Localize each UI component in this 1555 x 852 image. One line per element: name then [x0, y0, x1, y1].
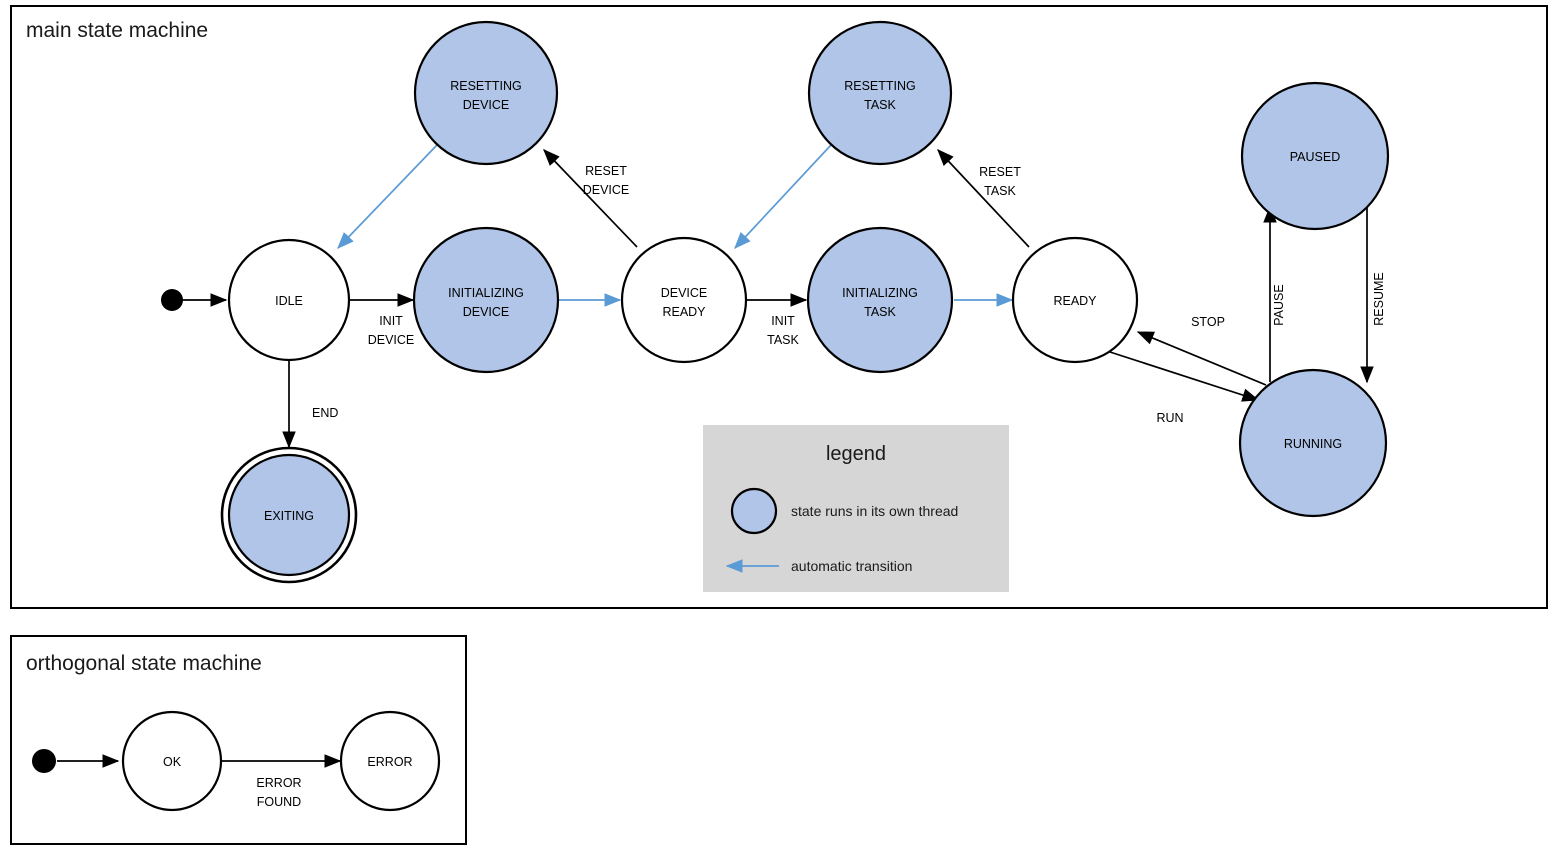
state-initializing-device[interactable]: INITIALIZING DEVICE: [412, 226, 560, 374]
transition-running-to-ready: STOP: [1136, 315, 1267, 386]
state-shape: [807, 20, 953, 166]
state-label-line1: PAUSED: [1290, 150, 1340, 164]
legend-item-label: state runs in its own thread: [791, 503, 958, 519]
state-shape: [227, 453, 351, 577]
transition-line: [937, 149, 1030, 248]
initial-state-dot: [32, 749, 56, 773]
state-label-line1: IDLE: [275, 294, 303, 308]
transition-line: [734, 144, 832, 249]
transition-label-line1: RUN: [1156, 411, 1183, 425]
state-device-ready[interactable]: DEVICE READY: [620, 236, 748, 364]
state-initializing-task[interactable]: INITIALIZING TASK: [806, 226, 954, 374]
state-label-line1: DEVICE: [661, 286, 708, 300]
state-error[interactable]: ERROR: [339, 710, 441, 812]
initial-state-dot: [161, 289, 183, 311]
state-shape: [1011, 236, 1139, 364]
transition-line: [543, 149, 638, 248]
state-paused[interactable]: PAUSED: [1240, 81, 1390, 231]
transition-line: [1136, 331, 1267, 386]
transition-label-line2: FOUND: [257, 795, 301, 809]
transition-label-line2: DEVICE: [368, 333, 415, 347]
state-label: OK: [163, 755, 182, 769]
state-ok[interactable]: OK: [121, 710, 223, 812]
transition-line: [1109, 351, 1260, 402]
state-running[interactable]: RUNNING: [1238, 368, 1388, 518]
state-shape: [412, 226, 560, 374]
transition-label-line1: RESET: [585, 164, 627, 178]
transition-device-ready-to-initializing-task: INIT TASK: [745, 293, 808, 347]
transition-label-line1: END: [312, 406, 338, 420]
transition-label-line2: TASK: [984, 184, 1016, 198]
transition-label-line1: PAUSE: [1272, 284, 1286, 325]
transition-label-line1: RESET: [979, 165, 1021, 179]
transition-resetting-device-to-idle: [337, 144, 438, 249]
state-ready[interactable]: READY: [1011, 236, 1139, 364]
state-label-line1: INITIALIZING: [842, 286, 918, 300]
state-label-line2: TASK: [864, 98, 896, 112]
state-label-line1: RESETTING: [844, 79, 916, 93]
legend-item-automatic-transition: automatic transition: [725, 558, 912, 574]
legend-item-label: automatic transition: [791, 558, 912, 574]
transition-label-line2: DEVICE: [583, 183, 630, 197]
state-shape: [227, 238, 351, 362]
transition-label-line1: RESUME: [1372, 272, 1386, 325]
transition-device-ready-to-resetting-device: RESET DEVICE: [543, 149, 638, 248]
transition-resetting-task-to-device-ready: [734, 144, 832, 249]
transition-idle-to-initializing-device: INIT DEVICE: [349, 293, 415, 347]
legend-item-thread-state: state runs in its own thread: [730, 487, 958, 535]
state-shape: [339, 710, 441, 812]
state-resetting-task[interactable]: RESETTING TASK: [807, 20, 953, 166]
state-label-line1: READY: [1053, 294, 1097, 308]
state-shape: [1238, 368, 1388, 518]
transition-label-line1: ERROR: [256, 776, 301, 790]
state-label-line2: DEVICE: [463, 305, 510, 319]
state-shape: [413, 20, 559, 166]
legend-title: legend: [826, 443, 886, 465]
transition-line: [337, 144, 438, 249]
state-label-line2: TASK: [864, 305, 896, 319]
state-label-line1: INITIALIZING: [448, 286, 524, 300]
transition-label-line2: TASK: [767, 333, 799, 347]
state-label-line2: READY: [662, 305, 706, 319]
transition-idle-to-exiting: END: [282, 360, 338, 449]
state-shape: [806, 226, 954, 374]
state-resetting-device[interactable]: RESETTING DEVICE: [413, 20, 559, 166]
transition-label-line1: INIT: [379, 314, 403, 328]
state-label-line1: RUNNING: [1284, 437, 1342, 451]
transition-ready-to-running: RUN: [1109, 351, 1260, 425]
state-idle[interactable]: IDLE: [227, 238, 351, 362]
main-frame-title: main state machine: [26, 19, 208, 42]
transition-label-line1: INIT: [771, 314, 795, 328]
state-label-line1: RESETTING: [450, 79, 522, 93]
state-shape: [1240, 81, 1390, 231]
state-shape: [620, 236, 748, 364]
legend: legend state runs in its own thread auto…: [703, 425, 1009, 592]
thread-state-swatch-icon: [730, 487, 778, 535]
transition-running-to-paused: PAUSE: [1263, 205, 1286, 382]
state-label: ERROR: [367, 755, 412, 769]
transition-ready-to-resetting-task: RESET TASK: [937, 149, 1030, 248]
transition-label-line1: STOP: [1191, 315, 1225, 329]
state-exiting[interactable]: EXITING: [220, 446, 358, 584]
orthogonal-state-machine-frame: orthogonal state machine ERROR FOUND OK …: [10, 635, 467, 845]
state-shape: [121, 710, 223, 812]
state-label-line2: DEVICE: [463, 98, 510, 112]
orthogonal-frame-title: orthogonal state machine: [26, 652, 262, 675]
transition-ok-to-error: ERROR FOUND: [222, 754, 342, 809]
transition-paused-to-running: RESUME: [1360, 206, 1386, 384]
state-label-line1: EXITING: [264, 509, 314, 523]
